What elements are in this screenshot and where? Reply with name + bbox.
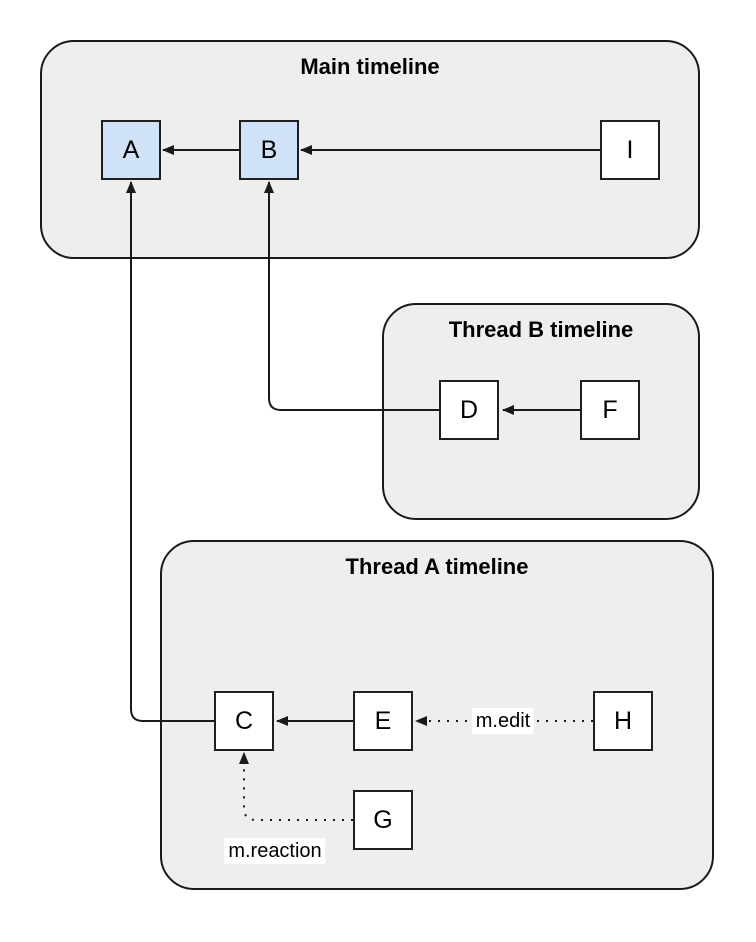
node-b: B <box>239 120 299 180</box>
node-f: F <box>580 380 640 440</box>
container-thread-b-timeline: Thread B timeline <box>382 303 700 520</box>
edge-g-to-c <box>239 752 353 821</box>
container-title-thread-a: Thread A timeline <box>345 554 529 579</box>
node-h: H <box>593 691 653 751</box>
edge-label-m-edit: m.edit <box>471 708 535 734</box>
node-d: D <box>439 380 499 440</box>
node-g: G <box>353 790 413 850</box>
node-a: A <box>101 120 161 180</box>
node-i: I <box>600 120 660 180</box>
container-title-main: Main timeline <box>300 54 440 79</box>
edge-d-to-b <box>264 181 439 411</box>
edge-label-m-reaction: m.reaction <box>224 838 326 864</box>
container-title-thread-b: Thread B timeline <box>448 317 634 342</box>
node-e: E <box>353 691 413 751</box>
node-c: C <box>214 691 274 751</box>
edge-c-to-a <box>126 181 214 722</box>
